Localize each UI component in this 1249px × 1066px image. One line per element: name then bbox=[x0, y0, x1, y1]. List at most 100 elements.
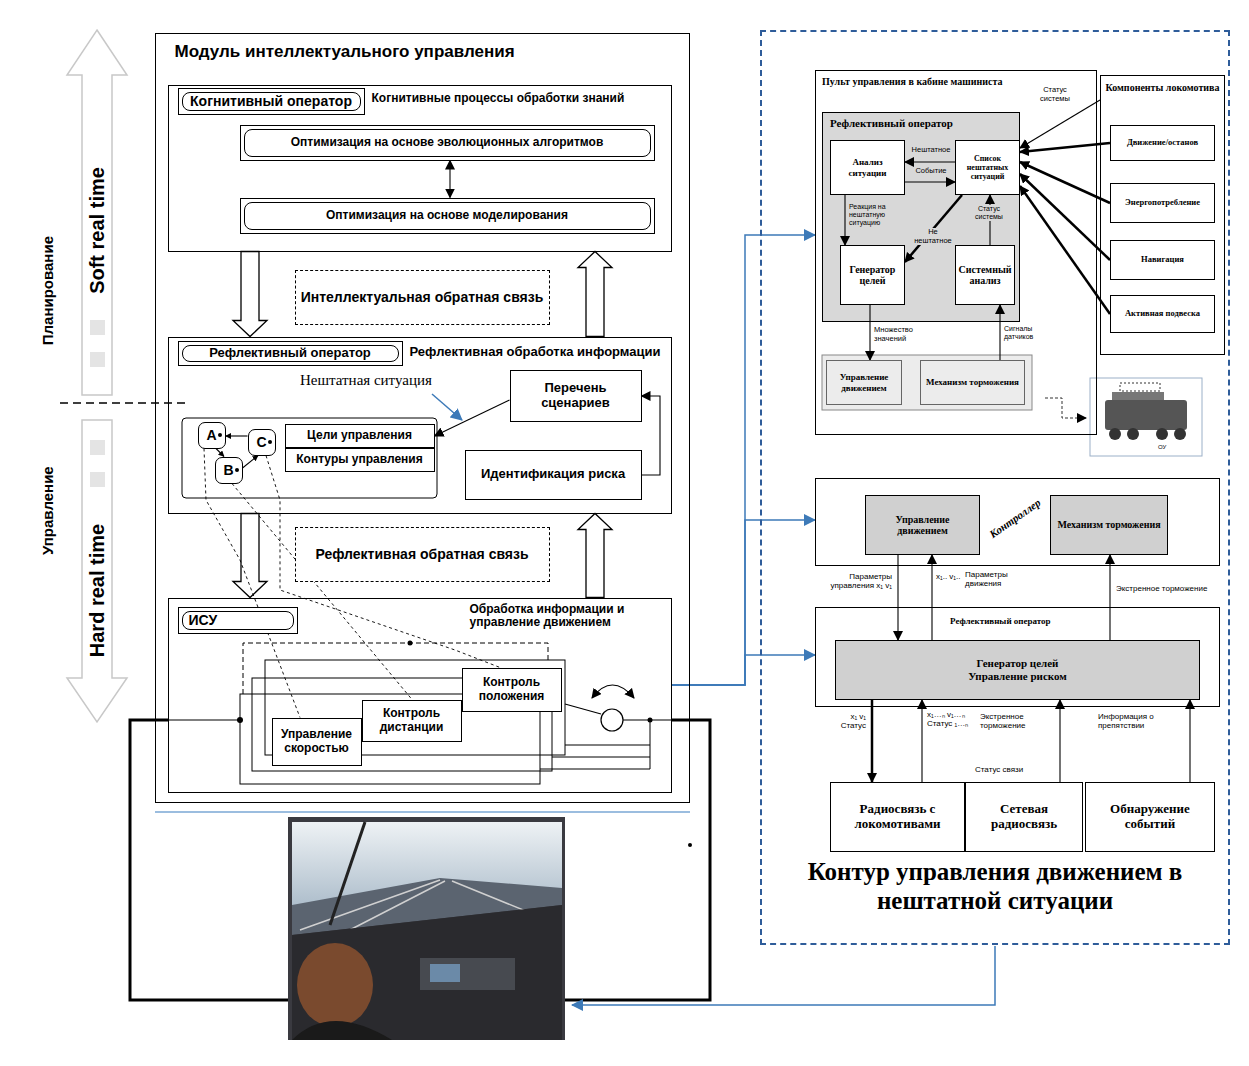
connector bbox=[216, 449, 224, 457]
photo-ground bbox=[288, 817, 565, 1040]
loco-top bbox=[1120, 383, 1160, 391]
box-label: Обнаружение событий bbox=[1090, 802, 1210, 832]
feedback-wire bbox=[540, 720, 650, 769]
connector bbox=[642, 396, 661, 475]
process-box: Навигация bbox=[1110, 240, 1215, 280]
edge-label: Не нештатное bbox=[912, 228, 954, 245]
event-arrow bbox=[432, 394, 462, 420]
process-box: Цели управления bbox=[285, 424, 435, 448]
process-box: Радиосвязь с локомотивами bbox=[830, 782, 965, 852]
process-box: Список нештатных ситуаций bbox=[955, 140, 1020, 195]
box-label: Перечень сценариев bbox=[515, 381, 637, 411]
connector bbox=[905, 195, 962, 262]
reflective-layer: Рефлективная обработка информацииРефлект… bbox=[168, 337, 672, 514]
process-box: Управление движением bbox=[826, 360, 902, 405]
box-label: Оптимизация на основе эволюционных алгор… bbox=[291, 136, 604, 150]
switch-contact bbox=[565, 704, 601, 714]
box-label: Генератор целей bbox=[977, 657, 1059, 670]
time-label: Hard real time bbox=[86, 523, 109, 656]
switch-symbol bbox=[601, 709, 623, 731]
connector bbox=[672, 235, 816, 685]
time-label: Soft real time bbox=[85, 167, 108, 294]
box-label: Механизм торможения bbox=[1057, 519, 1160, 531]
box-label: Контроль дистанции bbox=[367, 707, 457, 735]
component-group: Компоненты локомотиваДвижение/остановЭне… bbox=[1100, 75, 1225, 355]
state-dot bbox=[268, 440, 272, 444]
box-label: Рефлективная обработка информации bbox=[410, 345, 665, 360]
box-label: B bbox=[223, 462, 233, 478]
edge-label: Экстренное торможение bbox=[1116, 584, 1216, 593]
loco-wheel bbox=[1156, 428, 1168, 440]
photo-wiper bbox=[330, 822, 365, 925]
edge-label: x₁.. v₁.. bbox=[936, 572, 962, 581]
edge-label: Экстренное торможение bbox=[980, 712, 1056, 730]
control-loop bbox=[130, 720, 288, 1000]
box-label: Идентификация риска bbox=[481, 467, 625, 482]
process-box: Механизм торможения bbox=[1050, 495, 1168, 555]
connector bbox=[905, 181, 955, 182]
level-label: Планирование bbox=[39, 236, 56, 345]
edge-label: Множество значений bbox=[874, 326, 934, 343]
feedback-box: Рефлективная обратная связь bbox=[295, 527, 550, 582]
event-label: Нештатная ситуация bbox=[300, 372, 465, 389]
axis-square bbox=[90, 440, 105, 455]
leader-line bbox=[204, 449, 300, 718]
box-label: Цели управления bbox=[307, 429, 412, 443]
state-node: C bbox=[248, 429, 276, 456]
cab-console: Пульт управления в кабине машинистаРефле… bbox=[815, 70, 1097, 435]
control-loop bbox=[565, 720, 710, 1000]
box-label: C bbox=[256, 434, 266, 450]
edge-label: x₁…ₙ v₁…ₙ Статус ₁…ₙ bbox=[927, 710, 971, 728]
leader-line bbox=[232, 484, 412, 700]
process-box: Оптимизация на основе эволюционных алгор… bbox=[240, 125, 655, 161]
divider-line bbox=[155, 811, 690, 813]
edge-label: Нештатное bbox=[908, 146, 954, 155]
block-arrow bbox=[233, 252, 267, 337]
connector bbox=[999, 305, 1000, 360]
axis-square bbox=[90, 320, 105, 335]
state-node: A bbox=[198, 422, 226, 449]
connector bbox=[871, 700, 874, 782]
dot bbox=[688, 843, 692, 847]
edge-label: x₁ v₁ Статус bbox=[834, 712, 866, 730]
loco-wheel bbox=[1109, 428, 1121, 440]
photo-head bbox=[297, 943, 373, 1027]
loco-wheel bbox=[1127, 428, 1139, 440]
box-sublabel: Управление риском bbox=[968, 670, 1067, 683]
box-label: Генератор целей bbox=[845, 264, 900, 287]
box-label: Управление движением bbox=[831, 372, 897, 393]
junction-dot bbox=[408, 641, 413, 646]
connector bbox=[1020, 100, 1100, 148]
panel-fill bbox=[822, 112, 1020, 322]
loco-wheel bbox=[1174, 428, 1186, 440]
connector bbox=[844, 195, 845, 245]
axis-square bbox=[90, 352, 105, 367]
connector bbox=[1109, 555, 1110, 640]
box-label: ИСУ bbox=[189, 612, 218, 628]
box-label: Движение/останов bbox=[1127, 138, 1198, 148]
block-arrow bbox=[578, 514, 612, 598]
picture-frame bbox=[1090, 378, 1202, 456]
box-label: Рефлективная обратная связь bbox=[315, 546, 528, 562]
signal-label: Статус связи bbox=[975, 765, 1055, 774]
edge-label: Параметры управления x₁ v₁ bbox=[818, 572, 892, 590]
box-label: Контроллер bbox=[979, 490, 1052, 546]
object-label: ОУ bbox=[1158, 444, 1182, 451]
edge-label: Сигналы датчиков bbox=[1004, 325, 1044, 341]
box-label: Оптимизация на основе моделирования bbox=[326, 209, 568, 223]
scenario-region: Контур управления движением в нештатной … bbox=[760, 30, 1230, 945]
box-label: Сетевая радиосвязь bbox=[970, 802, 1078, 832]
signal-label: Параметры движения bbox=[965, 570, 1035, 588]
process-box: Оптимизация на основе моделирования bbox=[240, 198, 655, 234]
switch-arrow bbox=[592, 685, 634, 698]
connector bbox=[869, 305, 870, 360]
box-label: Энергопотребление bbox=[1125, 198, 1200, 208]
box-label: Управление скоростью bbox=[277, 728, 357, 756]
photo-console bbox=[420, 958, 515, 990]
connector bbox=[1189, 700, 1190, 782]
box-label: Контроль положения bbox=[467, 676, 557, 704]
operator-panel: Рефлективный операторГенератор целейУпра… bbox=[815, 607, 1220, 707]
level-divider bbox=[60, 402, 185, 404]
